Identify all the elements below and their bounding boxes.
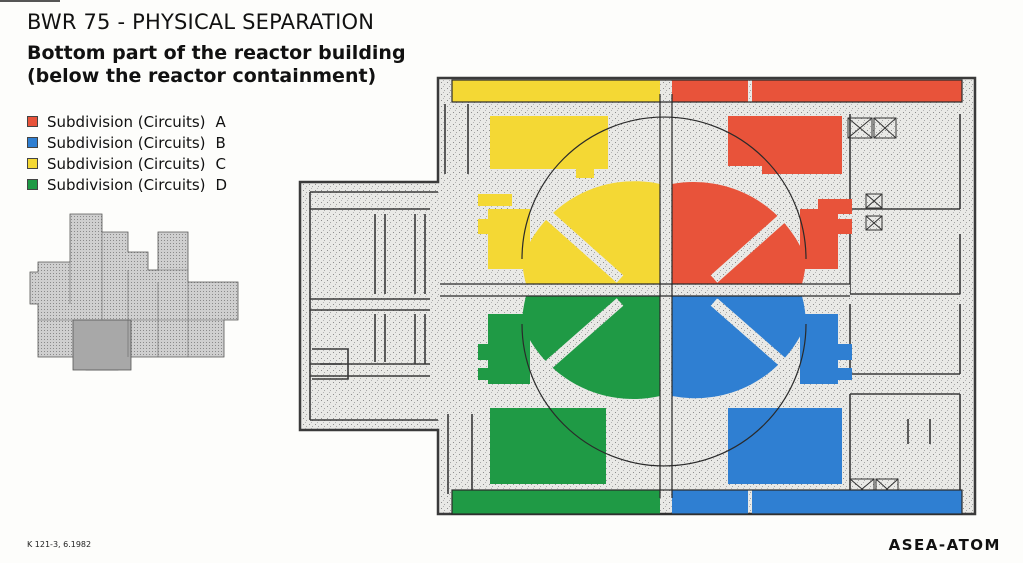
legend-qualifier: (Circuits) (137, 154, 206, 173)
swatch-b (27, 137, 38, 148)
swatch-c (27, 158, 38, 169)
legend-item-b: Subdivision (Circuits) B (27, 132, 227, 153)
corner-rule (0, 0, 60, 2)
diagonal-passages (534, 202, 800, 378)
drawing-reference: K 121-3, 6.1982 (27, 540, 92, 549)
zone-a-red (672, 80, 962, 284)
legend-label: Subdivision (47, 154, 133, 173)
reactor-floor-plan (298, 76, 977, 516)
keymap-highlight (72, 319, 132, 371)
legend-code: C (215, 154, 227, 173)
company-logo: ASEA-ATOM (888, 536, 1001, 554)
legend-label: Subdivision (47, 112, 133, 131)
zone-d-green (452, 296, 660, 514)
legend-qualifier: (Circuits) (137, 133, 206, 152)
swatch-d (27, 179, 38, 190)
zone-c-yellow (452, 80, 660, 284)
site-keymap (29, 213, 239, 371)
page-subtitle: Bottom part of the reactor building (bel… (27, 42, 406, 88)
legend-code: A (215, 112, 226, 131)
zone-outlines (440, 79, 963, 515)
subtitle-line-1: Bottom part of the reactor building (27, 42, 406, 64)
legend-label: Subdivision (47, 133, 133, 152)
subtitle-line-2: (below the reactor containment) (27, 65, 377, 87)
legend-item-d: Subdivision (Circuits) D (27, 174, 227, 195)
legend-code: B (215, 133, 226, 152)
legend-item-a: Subdivision (Circuits) A (27, 111, 227, 132)
legend-item-c: Subdivision (Circuits) C (27, 153, 227, 174)
page-title: BWR 75 - PHYSICAL SEPARATION (27, 10, 375, 34)
legend-qualifier: (Circuits) (137, 175, 206, 194)
legend-label: Subdivision (47, 175, 133, 194)
legend-code: D (215, 175, 228, 194)
interior-walls (309, 104, 961, 494)
keymap-internal-lines (38, 232, 224, 357)
keymap-outline (29, 213, 239, 371)
swatch-a (27, 116, 38, 127)
legend: Subdivision (Circuits) A Subdivision (Ci… (27, 111, 227, 195)
zone-b-blue (672, 296, 962, 514)
legend-qualifier: (Circuits) (137, 112, 206, 131)
